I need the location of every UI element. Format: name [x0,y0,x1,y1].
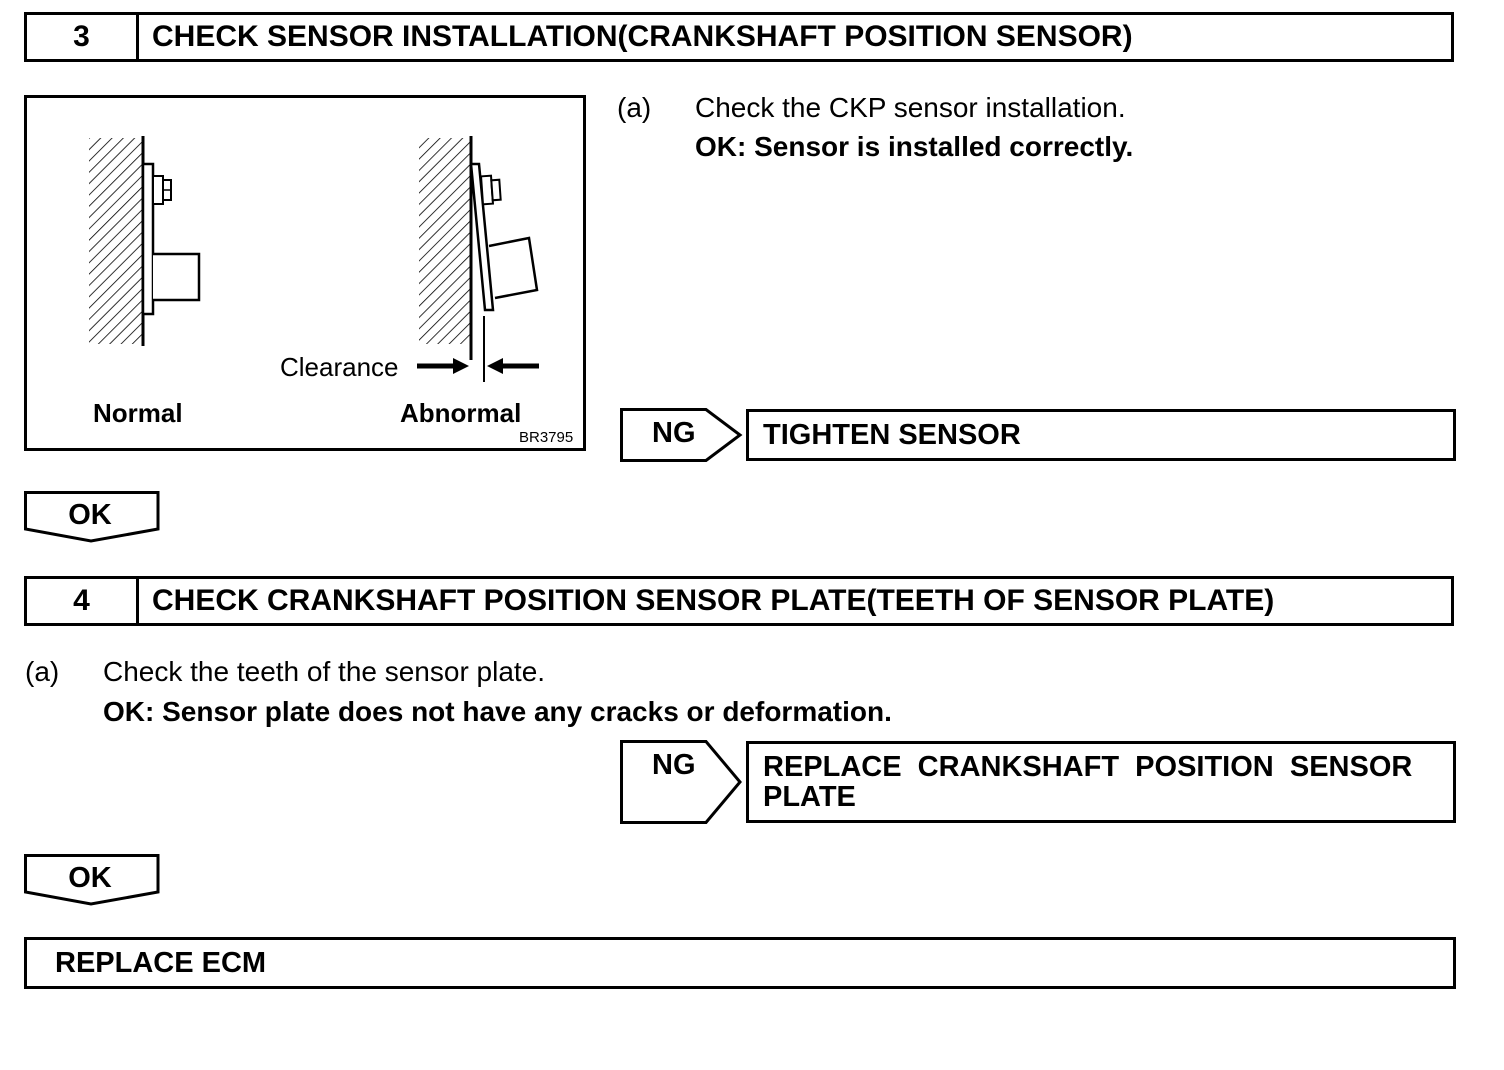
step-3-number: 3 [27,15,139,59]
clearance-label: Clearance [280,352,399,382]
step-4-ng-action-line-2: PLATE [763,781,856,813]
step-3-ng-label: NG [652,417,696,449]
abnormal-label: Abnormal [400,398,522,428]
step-4-ok-criteria: OK: Sensor plate does not have any crack… [103,696,892,727]
step-4-title: CHECK CRANKSHAFT POSITION SENSOR PLATE(T… [152,584,1275,617]
step-4-ok-tag: OK [24,854,160,906]
ok-arrow-shape [24,854,160,906]
ng-arrow-shape [620,740,742,824]
ng-arrow-shape [620,408,743,462]
step-3-item-letter: (a) [617,92,652,123]
normal-sensor-body [153,252,201,302]
normal-sensor-flange [141,162,155,316]
step-4-ok-label: OK [68,862,112,894]
sensor-installation-diagram [89,136,539,382]
step-3-ng-action: TIGHTEN SENSOR [746,409,1456,461]
step-3-ok-tag: OK [24,491,160,543]
step-3-ok-criteria: OK: Sensor is installed correctly. [695,131,1134,162]
clearance-arrow-right-head [487,358,503,374]
step-3-item-text: Check the CKP sensor installation. [695,92,1126,123]
step-4-header: 4 CHECK CRANKSHAFT POSITION SENSOR PLATE… [24,576,1454,626]
step-3-ok-label: OK [68,499,112,531]
step-3-title: CHECK SENSOR INSTALLATION(CRANKSHAFT POS… [152,20,1133,53]
clearance-arrow-left-head [453,358,469,374]
step-4-number: 4 [27,579,139,623]
normal-block-hatch [89,138,143,344]
step-4-ng-action-line-1: REPLACE CRANKSHAFT POSITION SENSOR [763,751,1413,783]
sensor-installation-figure: Clearance Normal Abnormal BR3795 [24,95,586,451]
abnormal-sensor-flange [469,162,495,312]
final-action-box: REPLACE ECM [24,937,1456,989]
step-4-ng-label: NG [652,749,696,781]
step-4-item-letter: (a) [25,656,60,687]
abnormal-sensor-body [488,236,539,300]
step-3-header: 3 CHECK SENSOR INSTALLATION(CRANKSHAFT P… [24,12,1454,62]
figure-code: BR3795 [519,429,574,446]
abnormal-bolt-tip [490,178,502,202]
ok-arrow-shape [24,491,160,543]
step-4-item-text: Check the teeth of the sensor plate. [103,656,546,687]
step-3-ng-tag: NG [620,408,744,462]
abnormal-block-hatch [419,138,471,344]
normal-bolt-head [152,175,164,205]
step-4-ng-tag: NG [620,740,744,824]
normal-label: Normal [93,398,183,428]
